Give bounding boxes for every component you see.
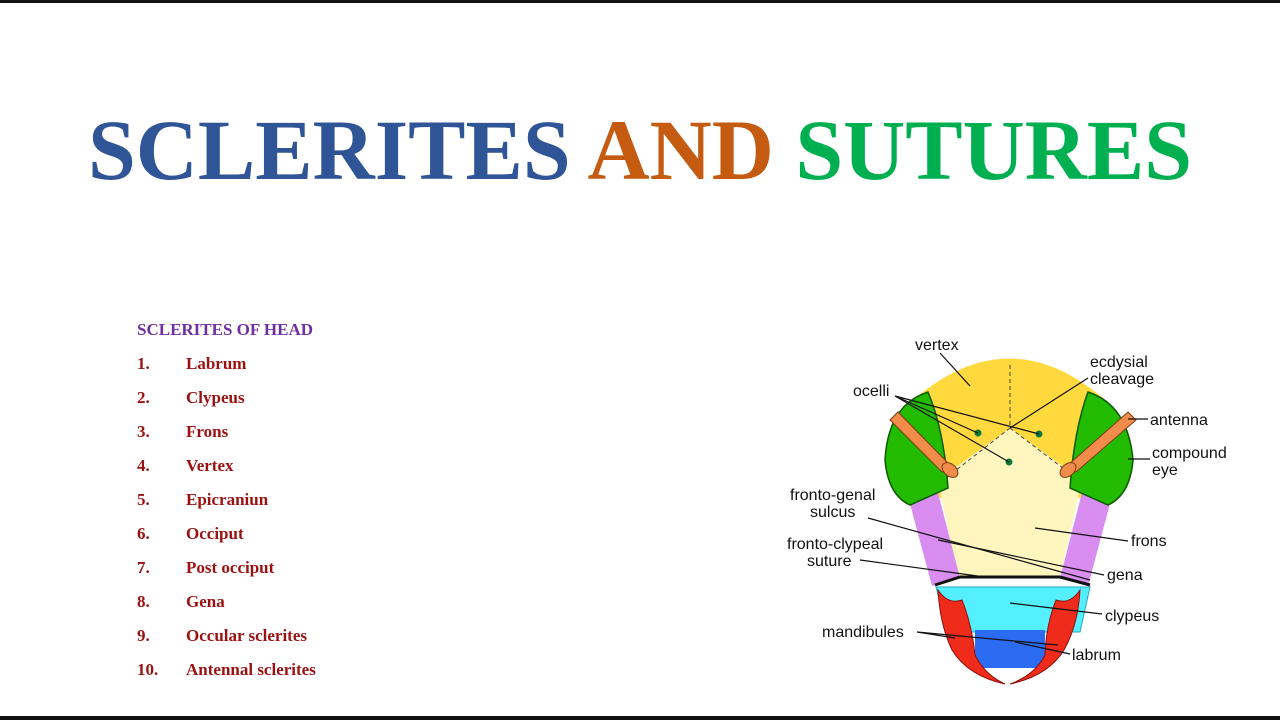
label-gena: gena bbox=[1107, 567, 1143, 584]
item-label: Clypeus bbox=[186, 388, 245, 407]
top-border-line bbox=[0, 0, 1280, 3]
item-label: Epicraniun bbox=[186, 490, 269, 509]
item-number: 1. bbox=[137, 354, 150, 373]
item-number: 2. bbox=[137, 388, 150, 407]
item-label: Frons bbox=[186, 422, 229, 441]
label-compound-line2: eye bbox=[1152, 462, 1178, 479]
item-label: Post occiput bbox=[186, 558, 275, 577]
label-frontogenal-line2: sulcus bbox=[810, 504, 855, 521]
title-part-sclerites: SCLERITES bbox=[87, 102, 571, 198]
label-compound-line1: compound bbox=[1152, 445, 1227, 462]
item-number: 4. bbox=[137, 456, 150, 475]
item-label: Labrum bbox=[186, 354, 247, 373]
item-number: 10. bbox=[137, 660, 159, 679]
leader-lines bbox=[859, 352, 1150, 655]
title-part-and: AND bbox=[587, 102, 774, 198]
label-frontoclypeal-line2: suture bbox=[807, 553, 852, 570]
item-number: 6. bbox=[137, 524, 150, 543]
antenna-right bbox=[1059, 411, 1137, 478]
item-number: 7. bbox=[137, 558, 150, 577]
list-heading: SCLERITES OF HEAD bbox=[137, 320, 314, 339]
item-label: Gena bbox=[186, 592, 225, 611]
title-part-sutures: SUTURES bbox=[795, 102, 1193, 198]
item-number: 9. bbox=[137, 626, 150, 645]
ecdysial-cleavage-line bbox=[945, 365, 1077, 479]
labrum-region bbox=[975, 630, 1045, 668]
item-number: 8. bbox=[137, 592, 150, 611]
label-clypeus: clypeus bbox=[1105, 608, 1159, 625]
mandible-right bbox=[1009, 588, 1081, 685]
label-antenna: antenna bbox=[1150, 412, 1208, 429]
item-number: 3. bbox=[137, 422, 150, 441]
item-label: Occiput bbox=[186, 524, 244, 543]
label-vertex: vertex bbox=[915, 337, 959, 354]
label-frontoclypeal-line1: fronto-clypeal bbox=[787, 536, 883, 553]
slide-title: SCLERITES AND SUTURES bbox=[0, 100, 1280, 200]
antenna-left bbox=[889, 411, 959, 478]
item-label: Occular sclerites bbox=[186, 626, 308, 645]
item-label: Vertex bbox=[186, 456, 234, 475]
label-ocelli: ocelli bbox=[853, 383, 889, 400]
frons-region bbox=[938, 428, 1082, 578]
label-frons: frons bbox=[1131, 533, 1167, 550]
label-mandibules: mandibules bbox=[822, 624, 904, 641]
fronto-clypeal-suture bbox=[934, 575, 1091, 587]
label-labrum: labrum bbox=[1072, 647, 1121, 664]
label-ecdysial-line2: cleavage bbox=[1090, 371, 1154, 388]
label-ecdysial-line1: ecdysial bbox=[1090, 354, 1148, 371]
bottom-border-line bbox=[0, 716, 1280, 720]
label-frontogenal-line1: fronto-genal bbox=[790, 487, 875, 504]
item-number: 5. bbox=[137, 490, 150, 509]
item-label: Antennal sclerites bbox=[186, 660, 316, 679]
